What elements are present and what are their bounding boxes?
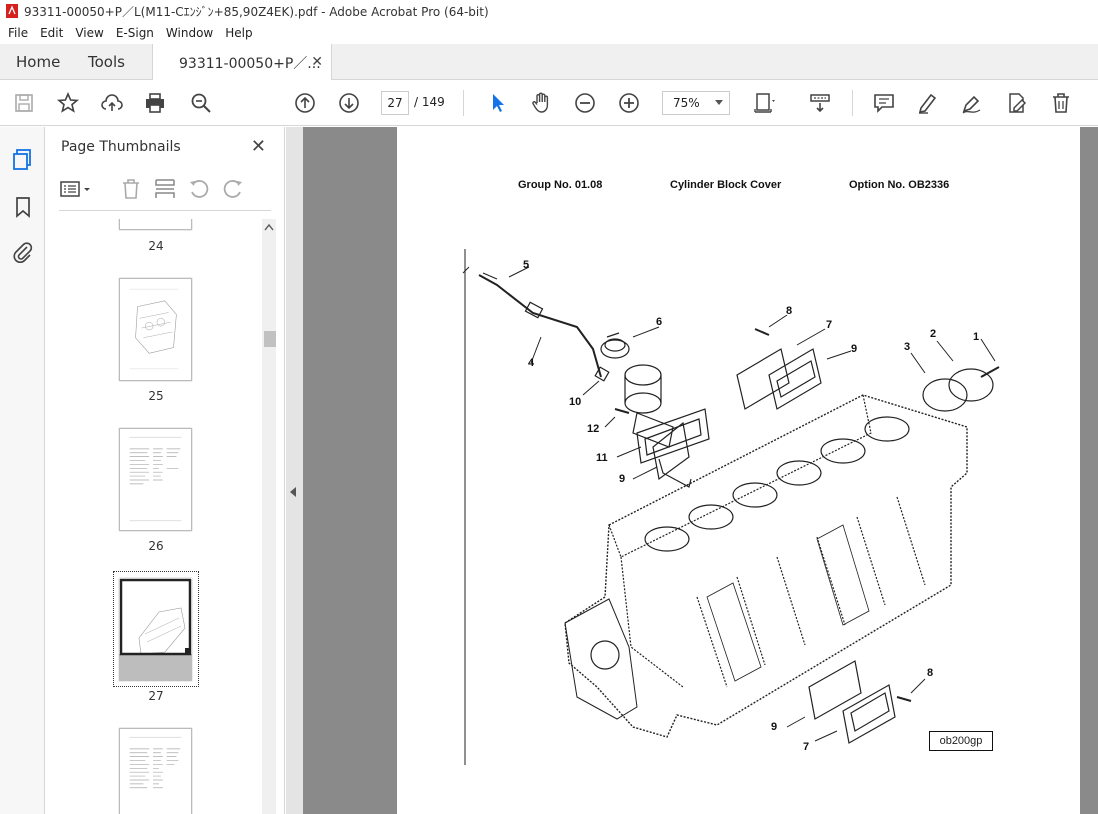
- delete-trash-icon[interactable]: [1049, 91, 1073, 115]
- thumbnail-page-24[interactable]: [119, 219, 192, 230]
- page-thumbnails-icon[interactable]: [11, 147, 35, 171]
- thumbnail-preview: [129, 436, 182, 522]
- thumbnail-page-27[interactable]: [119, 578, 192, 681]
- callout-label: 3: [904, 341, 911, 353]
- sign-pen-icon[interactable]: [960, 91, 984, 115]
- toolbar-divider: [852, 90, 853, 116]
- callout-label: 10: [569, 396, 582, 408]
- page-fit-icon[interactable]: [752, 91, 776, 115]
- menu-help[interactable]: Help: [225, 26, 253, 40]
- pdf-page: Group No. 01.08 Cylinder Block Cover Opt…: [397, 127, 1080, 814]
- exploded-parts-drawing: [462, 249, 1000, 765]
- comment-icon[interactable]: [872, 91, 896, 115]
- edit-document-icon[interactable]: [1005, 91, 1029, 115]
- thumbnail-options-icon[interactable]: [59, 177, 90, 201]
- attachments-paperclip-icon[interactable]: [11, 240, 35, 264]
- tab-document[interactable]: 93311-00050+P／... ✕: [152, 44, 332, 81]
- hand-tool-icon[interactable]: [529, 91, 553, 115]
- callout-label: 11: [596, 452, 608, 464]
- thumbnail-label: 25: [148, 389, 164, 403]
- thumbnail-list: 24 25 26 27: [59, 219, 263, 814]
- callout-label: 5: [523, 259, 530, 271]
- current-page-input[interactable]: 27: [381, 91, 409, 115]
- tab-bar: Home Tools 93311-00050+P／... ✕: [0, 44, 1098, 81]
- callout-label: 9: [771, 721, 778, 733]
- menu-esign[interactable]: E-Sign: [115, 26, 154, 40]
- callout-label: 2: [930, 328, 937, 340]
- delete-page-icon[interactable]: [119, 177, 143, 201]
- close-panel-icon[interactable]: ✕: [250, 136, 266, 157]
- zoom-level-select[interactable]: 75%: [662, 91, 730, 115]
- callout-label: 8: [927, 667, 934, 679]
- thumbnail-scrollbar[interactable]: [262, 219, 276, 814]
- zoom-out-icon[interactable]: [573, 91, 597, 115]
- thumbnail-label: 24: [148, 239, 164, 253]
- thumbnail-label: 26: [148, 539, 164, 553]
- menu-view[interactable]: View: [75, 26, 104, 40]
- callout-label: 7: [803, 741, 810, 753]
- selected-thumbnail-frame: [113, 571, 199, 687]
- tab-tools[interactable]: Tools: [88, 53, 125, 71]
- menu-bar: File Edit View E-Sign Window Help: [0, 22, 1098, 44]
- bookmark-star-icon[interactable]: [56, 91, 80, 115]
- menu-file[interactable]: File: [8, 26, 29, 40]
- thumbnail-page-25[interactable]: [119, 278, 192, 381]
- figure-id-box: ob200gp: [929, 731, 993, 751]
- window-title: 93311-00050+P／L(M11-Cｴﾝｼﾞﾝ+85,90Z4EK).pd…: [24, 4, 489, 19]
- rotate-right-icon[interactable]: [221, 177, 245, 201]
- callout-label: 6: [656, 316, 663, 328]
- toolbar-divider: [463, 90, 464, 116]
- previous-page-icon[interactable]: [293, 91, 317, 115]
- callout-label: 9: [619, 473, 626, 485]
- scroll-mode-icon[interactable]: [808, 91, 832, 115]
- navigation-rail: [0, 127, 45, 814]
- main-toolbar: [0, 80, 1098, 126]
- collapse-panel-handle[interactable]: [286, 127, 303, 814]
- menu-edit[interactable]: Edit: [40, 26, 64, 40]
- scroll-up-icon[interactable]: [264, 223, 274, 231]
- zoom-level-value: 75%: [673, 96, 700, 110]
- panel-title: Page Thumbnails: [61, 139, 181, 155]
- print-icon[interactable]: [143, 91, 167, 115]
- callout-label: 4: [528, 357, 535, 369]
- save-icon[interactable]: [12, 91, 36, 115]
- callout-label: 12: [587, 423, 600, 435]
- thumbnail-toolbar: [59, 175, 271, 211]
- thumbnail-preview: [129, 288, 179, 370]
- window-titlebar: 93311-00050+P／L(M11-Cｴﾝｼﾞﾝ+85,90Z4EK).pd…: [0, 0, 1098, 22]
- group-number: Group No. 01.08: [518, 179, 603, 191]
- zoom-search-icon[interactable]: [189, 91, 213, 115]
- tab-document-label: 93311-00050+P／...: [179, 55, 321, 72]
- next-page-icon[interactable]: [337, 91, 361, 115]
- thumbnail-page-26[interactable]: [119, 428, 192, 531]
- highlight-pen-icon[interactable]: [916, 91, 940, 115]
- callout-label: 1: [973, 331, 980, 343]
- menu-window[interactable]: Window: [165, 26, 214, 40]
- select-cursor-icon[interactable]: [486, 91, 510, 115]
- thumbnail-preview: [129, 736, 182, 789]
- acrobat-pdf-icon: [6, 4, 18, 18]
- total-pages-label: / 149: [414, 95, 445, 109]
- chevron-down-icon: [715, 100, 723, 105]
- page-heading: Cylinder Block Cover: [670, 179, 782, 191]
- chevron-left-icon: [290, 487, 296, 497]
- insert-page-icon[interactable]: [153, 177, 177, 201]
- thumbnail-label: 27: [148, 689, 164, 703]
- scrollbar-thumb[interactable]: [264, 331, 276, 347]
- tab-home[interactable]: Home: [16, 53, 61, 71]
- thumbnail-page-28[interactable]: [119, 728, 192, 814]
- rotate-left-icon[interactable]: [187, 177, 211, 201]
- option-number: Option No. OB2336: [849, 179, 950, 191]
- close-tab-icon[interactable]: ✕: [311, 54, 323, 70]
- zoom-in-icon[interactable]: [617, 91, 641, 115]
- thumbnail-preview: [119, 578, 192, 681]
- callout-label: 7: [826, 319, 833, 331]
- page-thumbnails-panel: Page Thumbnails ✕ 24 25 26 27: [45, 127, 285, 814]
- callout-label: 8: [786, 305, 793, 317]
- upload-cloud-icon[interactable]: [100, 91, 124, 115]
- bookmarks-icon[interactable]: [11, 195, 35, 219]
- callout-label: 9: [851, 343, 858, 355]
